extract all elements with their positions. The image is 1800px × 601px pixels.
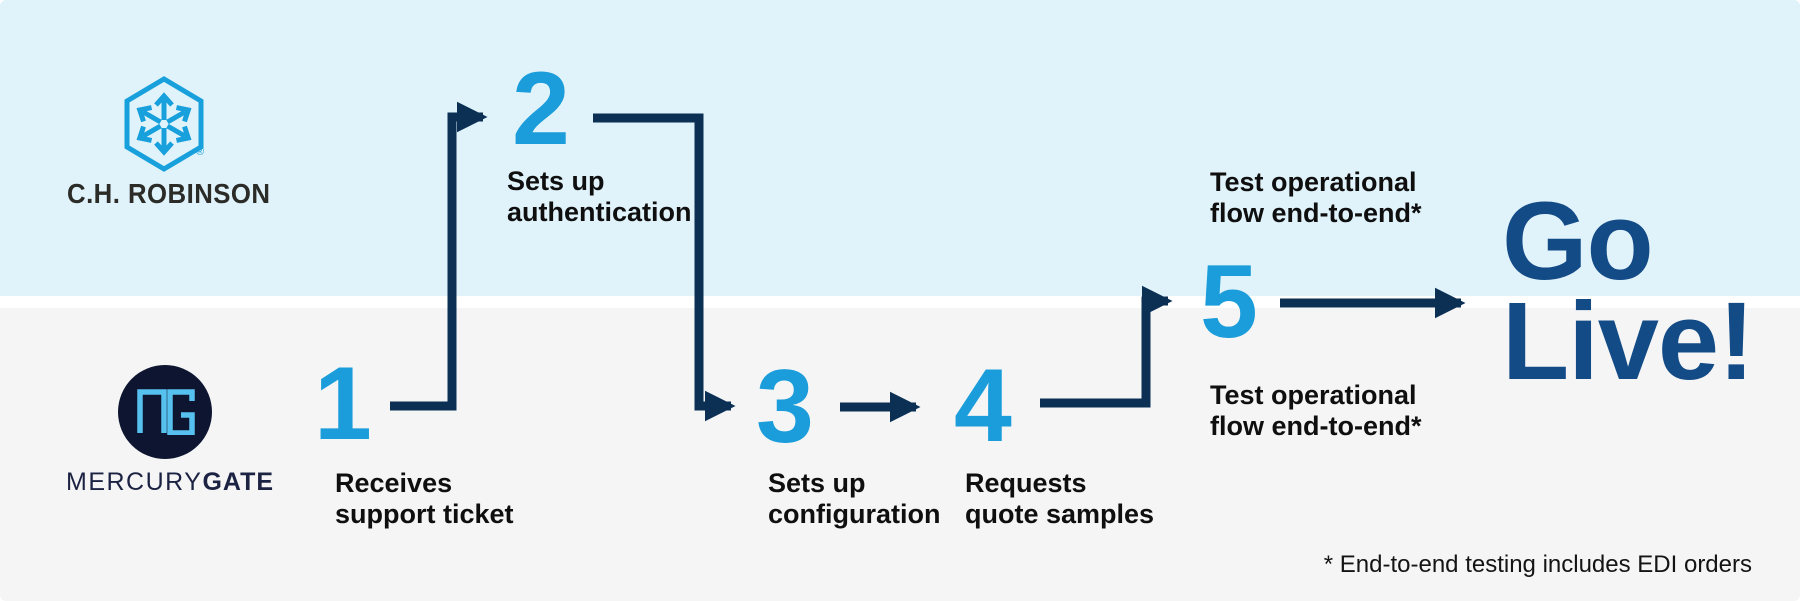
step-3-number: 3 [756, 349, 814, 465]
connector-step4-to-step5 [1040, 285, 1173, 408]
connector-step2-to-step3 [593, 113, 736, 422]
step-1-number: 1 [314, 346, 372, 462]
mercurygate-lane [0, 308, 1800, 601]
step-2-label: Sets up authentication [507, 166, 692, 227]
step-3-label: Sets up configuration [768, 468, 941, 529]
connector-step1-to-step2 [390, 101, 488, 411]
registered-trademark-symbol: ® [196, 146, 205, 158]
mercurygate-wordmark: MERCURYGATE [66, 468, 274, 497]
cube-arrows-hexagon-icon [124, 76, 204, 172]
mercurygate-logo: MERCURYGATE [60, 360, 290, 505]
mg-monogram-circle-icon [118, 365, 212, 459]
step-5-label-top: Test operational flow end-to-end* [1210, 167, 1422, 228]
step-4-number: 4 [954, 348, 1012, 464]
step-2-number: 2 [512, 51, 570, 167]
step-5-label-bottom: Test operational flow end-to-end* [1210, 380, 1422, 441]
mercurygate-wordmark-gate: GATE [202, 468, 275, 496]
chrobinson-lane [0, 0, 1800, 296]
step-5-number: 5 [1200, 244, 1258, 360]
step-4-label: Requests quote samples [965, 468, 1155, 529]
chrobinson-wordmark: C.H. ROBINSON [67, 178, 271, 209]
mercurygate-wordmark-mercury: MERCURY [66, 468, 203, 496]
go-live-text: Go Live! [1502, 180, 1755, 403]
step-1-label: Receives support ticket [335, 468, 514, 529]
footnote: * End-to-end testing includes EDI orders [1323, 551, 1752, 578]
chrobinson-logo: ® C.H. ROBINSON [60, 70, 280, 220]
